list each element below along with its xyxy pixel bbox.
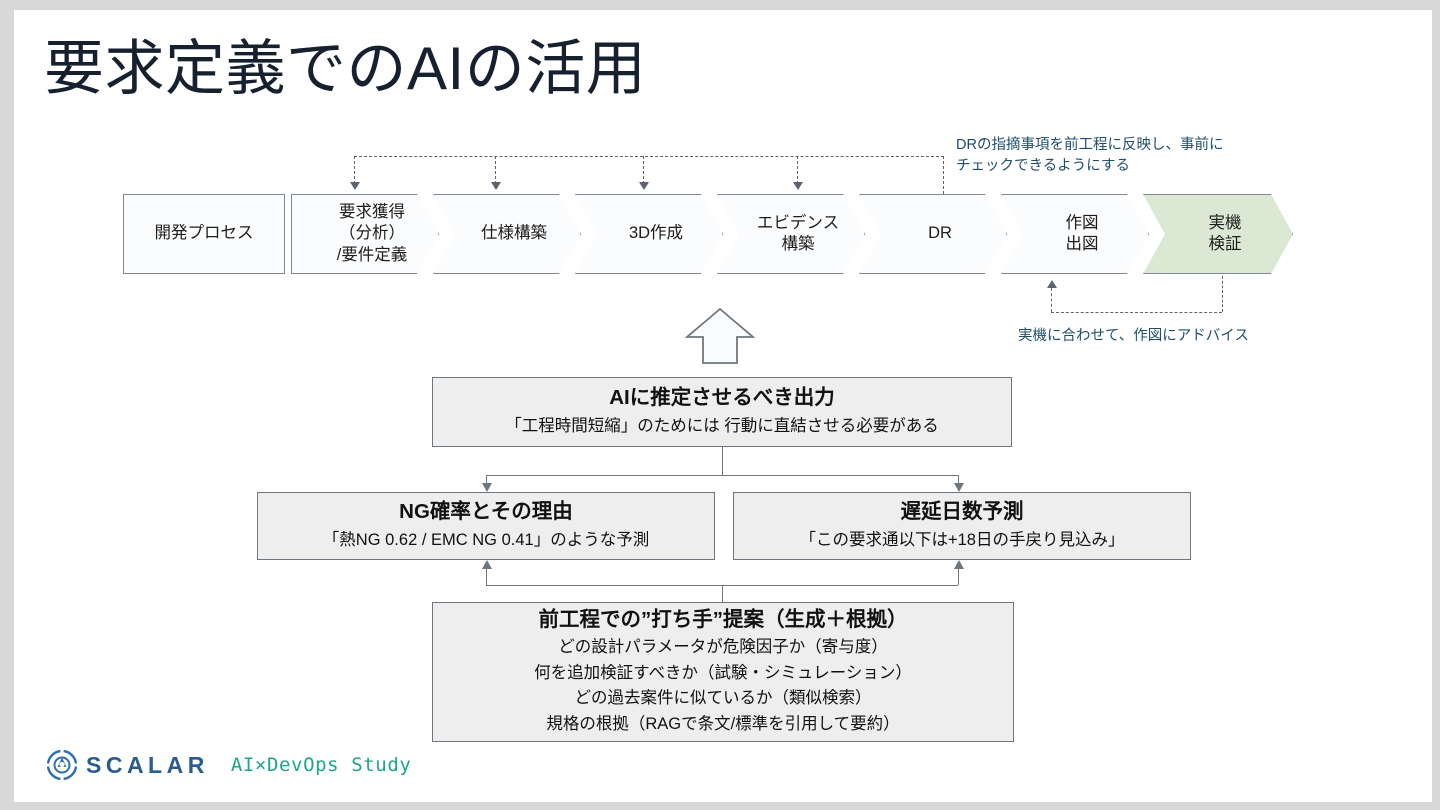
process-label-text: 開発プロセス xyxy=(154,224,254,243)
action-proposal-title: 前工程での”打ち手”提案（生成＋根拠） xyxy=(538,607,908,631)
connector-action-to-delay xyxy=(958,569,959,585)
delay-prediction-box[interactable]: 遅延日数予測 「この要求通以下は+18日の手戻り見込み」 xyxy=(733,492,1191,560)
step-evidence-shape xyxy=(717,194,865,274)
ai-output-box[interactable]: AIに推定させるべき出力 「工程時間短縮」のためには 行動に直結させる必要がある xyxy=(432,377,1012,447)
ai-output-subtitle: 「工程時間短縮」のためには 行動に直結させる必要がある xyxy=(505,416,939,435)
feedback-top-source-drop xyxy=(943,156,944,194)
annotation-top: DRの指摘事項を前工程に反映し、事前に チェックできるようにする xyxy=(956,137,1224,175)
scalar-logo-icon xyxy=(47,750,77,780)
connector-action-to-ng xyxy=(486,569,487,585)
connector-arrow-to-ng-icon xyxy=(482,483,492,492)
step-actual-shape xyxy=(1143,194,1293,274)
step-spec-label: 仕様構築 xyxy=(481,224,547,243)
step-dr[interactable]: DR xyxy=(859,194,1007,274)
step-3d-label: 3D作成 xyxy=(628,224,684,243)
delay-prediction-subtitle: 「この要求通以下は+18日の手戻り見込み」 xyxy=(799,530,1125,549)
step-requirements-label: 要求獲得 （分析） /要件定義 xyxy=(336,203,408,264)
step-evidence-label: エビデンス 構築 xyxy=(756,213,840,253)
step-drawing[interactable]: 作図 出図 xyxy=(1001,194,1149,274)
step-drawing-label: 作図 出図 xyxy=(1065,213,1099,253)
step-actual[interactable]: 実機 検証 xyxy=(1143,194,1293,274)
connector-ai-stem xyxy=(722,447,723,475)
feedback-bottom-horizontal xyxy=(1051,312,1222,313)
footer: SCALAR AI×DevOps Study xyxy=(47,750,411,780)
step-spec[interactable]: 仕様構築 xyxy=(433,194,581,274)
step-spec-shape xyxy=(433,194,581,274)
feedback-arm-evidence xyxy=(797,156,798,184)
feedback-arrow-3d-icon xyxy=(639,182,649,190)
step-dr-shape xyxy=(859,194,1007,274)
ng-probability-title: NG確率とその理由 xyxy=(399,500,573,524)
feedback-top-horizontal xyxy=(354,156,944,157)
step-actual-label: 実機 検証 xyxy=(1208,213,1242,253)
feedback-arrow-evidence-icon xyxy=(793,182,803,190)
feedback-bottom-source-rise xyxy=(1222,276,1223,312)
ai-output-title: AIに推定させるべき出力 xyxy=(609,386,835,410)
feedback-bottom-arm-drawing xyxy=(1051,288,1052,312)
feedback-arm-spec xyxy=(495,156,496,184)
step-dr-label: DR xyxy=(928,224,952,243)
connector-ai-to-ng xyxy=(486,475,487,484)
step-evidence[interactable]: エビデンス 構築 xyxy=(717,194,865,274)
action-proposal-item-1: どの設計パラメータが危険因子か（寄与度） xyxy=(558,638,888,657)
process-label-box: 開発プロセス xyxy=(123,194,285,274)
action-proposal-item-4: 規格の根拠（RAGで条文/標準を引用して要約） xyxy=(546,714,900,733)
up-arrow-icon xyxy=(685,307,755,364)
connector-action-stem xyxy=(722,585,723,602)
annotation-bottom: 実機に合わせて、作図にアドバイス xyxy=(1018,328,1249,344)
ng-probability-box[interactable]: NG確率とその理由 「熱NG 0.62 / EMC NG 0.41」のような予測 xyxy=(257,492,715,560)
action-proposal-item-3: どの過去案件に似ているか（類似検索） xyxy=(574,689,872,708)
step-requirements-shape xyxy=(291,194,439,274)
connector-ai-bar xyxy=(486,475,958,476)
delay-prediction-title: 遅延日数予測 xyxy=(900,500,1024,524)
step-3d-shape xyxy=(575,194,723,274)
feedback-arm-requirements xyxy=(354,156,355,184)
ng-probability-subtitle: 「熱NG 0.62 / EMC NG 0.41」のような予測 xyxy=(322,530,650,549)
page-title: 要求定義でのAIの活用 xyxy=(44,35,647,102)
step-requirements[interactable]: 要求獲得 （分析） /要件定義 xyxy=(291,194,439,274)
step-drawing-shape xyxy=(1001,194,1149,274)
connector-arrow-up-ng-icon xyxy=(482,560,492,569)
feedback-arrow-spec-icon xyxy=(491,182,501,190)
feedback-arrow-requirements-icon xyxy=(350,182,360,190)
feedback-arrow-drawing-icon xyxy=(1047,280,1057,288)
event-name: AI×DevOps Study xyxy=(230,754,412,776)
connector-arrow-to-delay-icon xyxy=(954,483,964,492)
action-proposal-box[interactable]: 前工程での”打ち手”提案（生成＋根拠） どの設計パラメータが危険因子か（寄与度）… xyxy=(432,602,1014,742)
connector-action-bar xyxy=(486,585,958,586)
feedback-arm-3d xyxy=(643,156,644,184)
brand-name: SCALAR xyxy=(86,751,209,778)
action-proposal-item-2: 何を追加検証すべきか（試験・シミュレーション） xyxy=(534,663,912,682)
step-3d[interactable]: 3D作成 xyxy=(575,194,723,274)
connector-arrow-up-delay-icon xyxy=(954,560,964,569)
connector-ai-to-delay xyxy=(958,475,959,484)
